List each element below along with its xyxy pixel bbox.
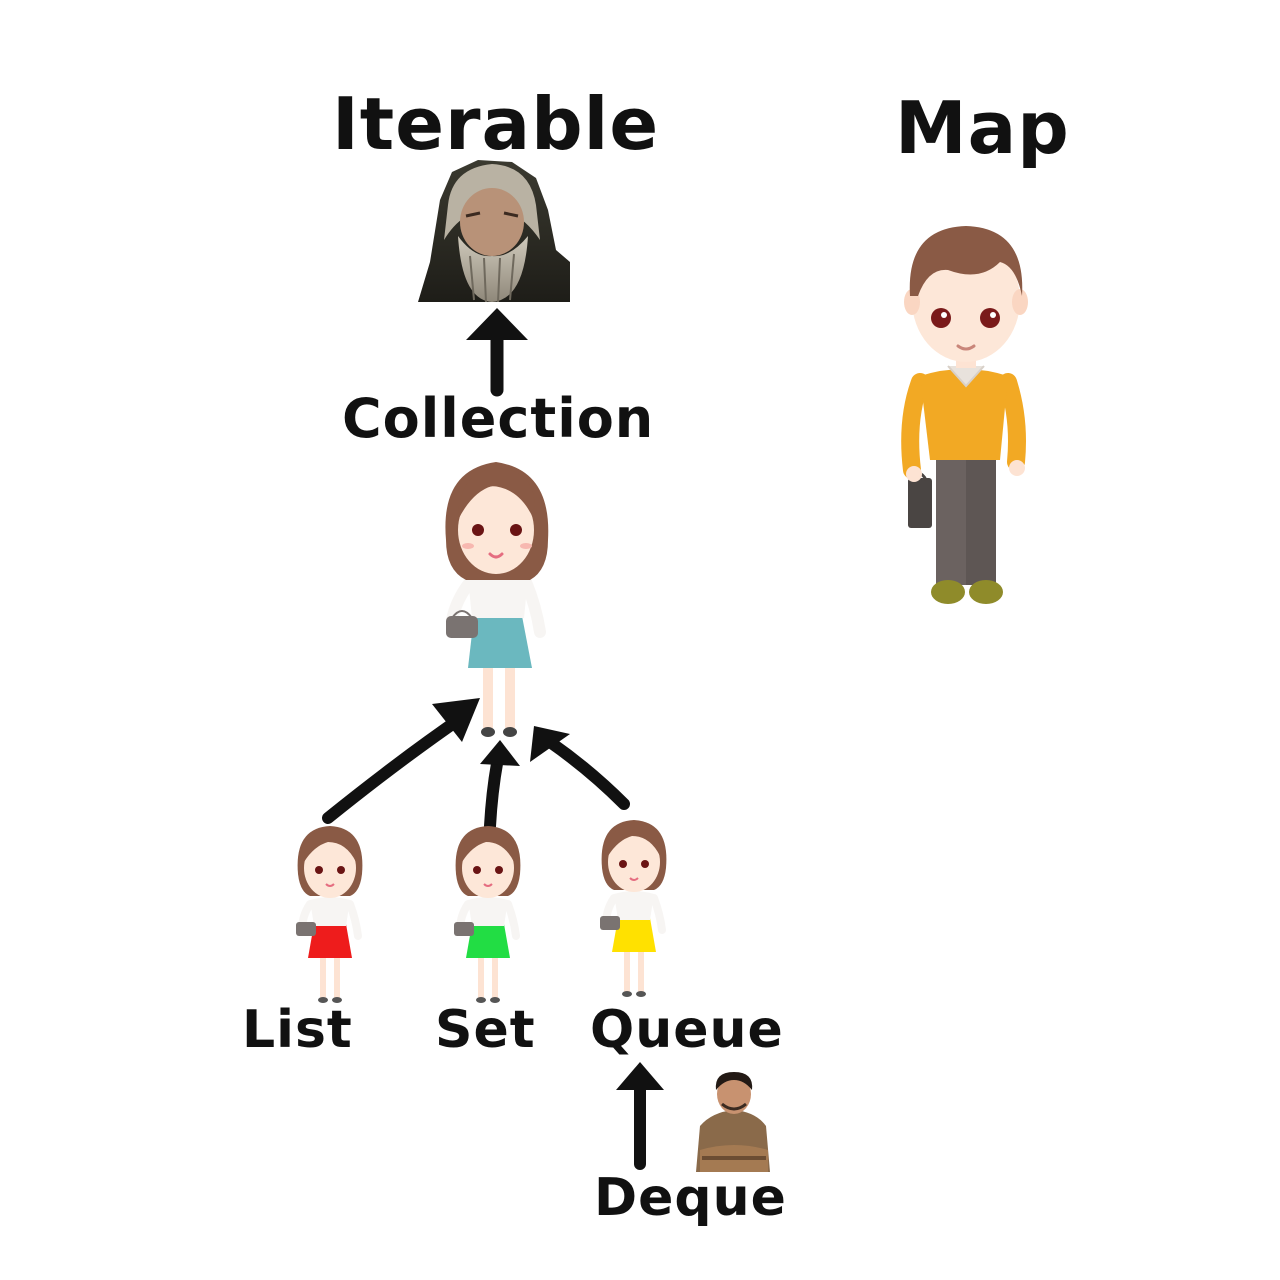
cartoon-woman-icon — [445, 462, 549, 737]
cartoon-girl-yellow-skirt-icon — [600, 820, 667, 997]
arrow-deque-to-queue — [616, 1062, 664, 1170]
arrow-collection-to-iterable — [466, 308, 528, 397]
cartoon-girl-green-skirt-icon — [454, 826, 521, 1003]
man-portrait-icon — [696, 1072, 770, 1172]
set-label: Set — [435, 1000, 536, 1060]
cartoon-man-icon — [901, 226, 1028, 604]
map-label: Map — [895, 86, 1070, 170]
arrow-list-to-collection — [322, 698, 480, 824]
iterable-label: Iterable — [332, 82, 660, 166]
wizard-portrait-icon — [418, 160, 570, 303]
deque-label: Deque — [594, 1168, 787, 1228]
list-label: List — [242, 1000, 353, 1060]
collection-label: Collection — [342, 387, 655, 450]
arrow-set-to-collection — [480, 740, 520, 832]
cartoon-girl-red-skirt-icon — [296, 826, 363, 1003]
arrow-queue-to-collection — [530, 726, 630, 810]
queue-label: Queue — [590, 1000, 784, 1060]
